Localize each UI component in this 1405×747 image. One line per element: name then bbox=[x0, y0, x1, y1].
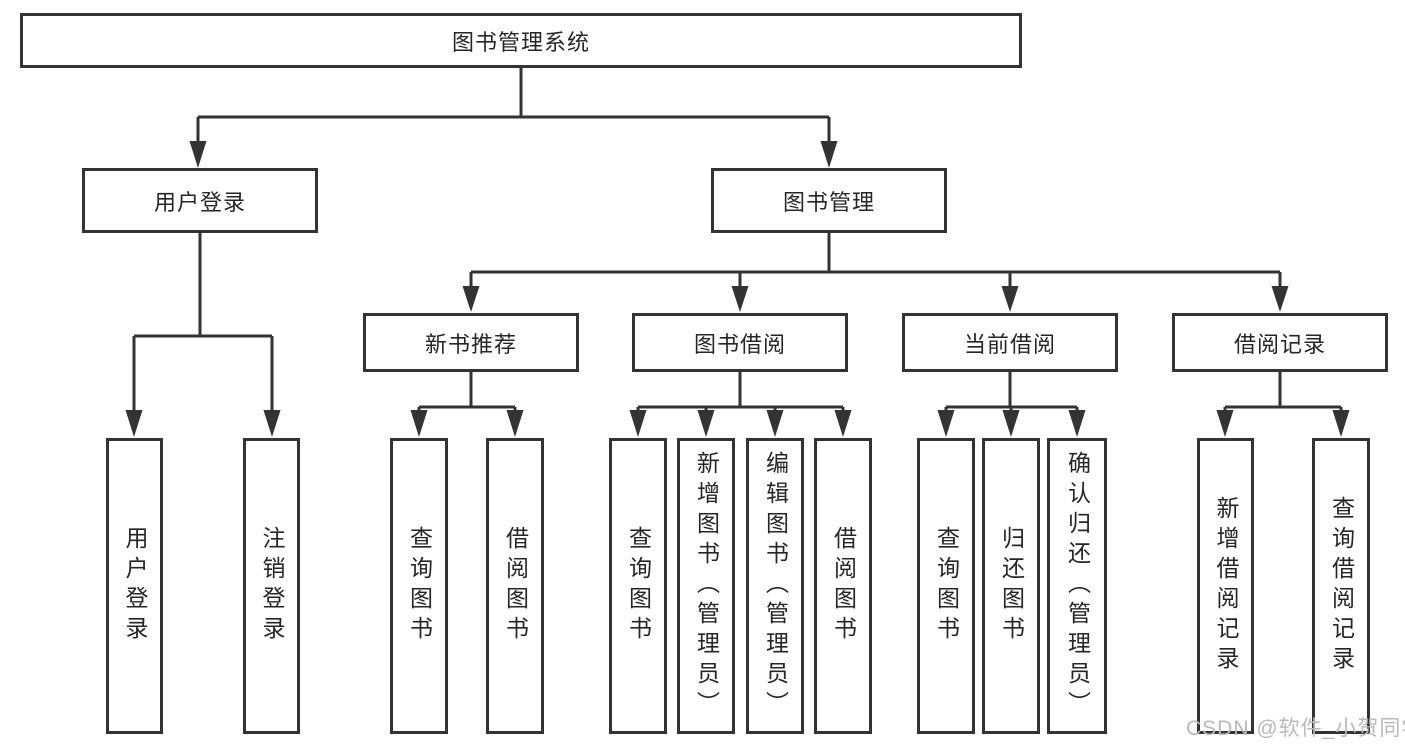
leaf-label: 用户登录 bbox=[122, 526, 148, 646]
leaf-add-borrow-record: 新增借阅记录 bbox=[1197, 438, 1254, 734]
leaf-add-book-admin: 新增图书（管理员） bbox=[677, 438, 735, 734]
node-borrow-record: 借阅记录 bbox=[1172, 313, 1388, 372]
leaf-borrow-book-2: 借阅图书 bbox=[814, 438, 872, 734]
connector-borrow-record-group bbox=[1223, 370, 1343, 414]
leaf-query-book-3: 查询图书 bbox=[917, 438, 975, 734]
node-user-login: 用户登录 bbox=[82, 168, 318, 233]
node-current-borrow: 当前借阅 bbox=[902, 313, 1118, 372]
connector-current-borrow-group bbox=[944, 370, 1079, 414]
node-book-borrow: 图书借阅 bbox=[632, 313, 848, 372]
leaf-query-borrow-record: 查询借阅记录 bbox=[1312, 438, 1370, 734]
node-book-management: 图书管理 bbox=[711, 168, 947, 233]
leaf-query-book-2: 查询图书 bbox=[609, 438, 667, 734]
leaf-edit-book-admin: 编辑图书（管理员） bbox=[746, 438, 804, 734]
leaf-label: 新增图书（管理员） bbox=[693, 451, 720, 721]
leaf-label: 新增借阅记录 bbox=[1213, 496, 1239, 676]
connector-root bbox=[196, 66, 831, 144]
connector-book-borrow-group bbox=[636, 370, 845, 414]
leaf-label: 归还图书 bbox=[998, 526, 1025, 646]
leaf-label: 确认归还（管理员） bbox=[1064, 451, 1091, 721]
leaf-confirm-return-admin: 确认归还（管理员） bbox=[1047, 438, 1107, 734]
leaf-label: 查询图书 bbox=[625, 526, 652, 646]
leaf-user-login: 用户登录 bbox=[106, 438, 163, 734]
leaf-logout: 注销登录 bbox=[243, 438, 300, 734]
leaf-query-book-1: 查询图书 bbox=[390, 438, 448, 734]
connector-book-management bbox=[469, 231, 1282, 289]
node-root: 图书管理系统 bbox=[20, 13, 1022, 68]
node-new-book-recommend: 新书推荐 bbox=[363, 313, 579, 372]
leaf-label: 查询图书 bbox=[933, 526, 960, 646]
leaf-label: 注销登录 bbox=[259, 526, 285, 646]
leaf-label: 查询借阅记录 bbox=[1328, 496, 1355, 676]
connector-new-book-group bbox=[417, 370, 517, 414]
leaf-borrow-book-1: 借阅图书 bbox=[486, 438, 544, 734]
leaf-label: 借阅图书 bbox=[830, 526, 857, 646]
leaf-label: 借阅图书 bbox=[502, 526, 529, 646]
leaf-return-book: 归还图书 bbox=[982, 438, 1040, 734]
arrowheads bbox=[125, 141, 1350, 437]
csdn-watermark: CSDN @软件_小贺同学 bbox=[1186, 717, 1405, 740]
connector-user-login bbox=[132, 231, 274, 412]
leaf-label: 查询图书 bbox=[406, 526, 433, 646]
leaf-label: 编辑图书（管理员） bbox=[762, 451, 789, 721]
